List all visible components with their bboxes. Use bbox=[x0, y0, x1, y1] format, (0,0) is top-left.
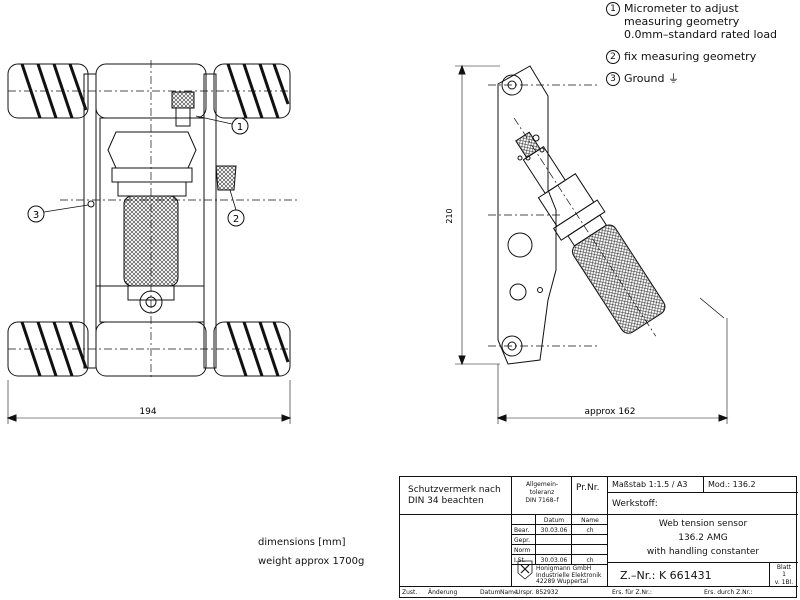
material-label: Werkstoff: bbox=[612, 499, 658, 509]
drawing-number: Z.–Nr.: K 661431 bbox=[620, 569, 712, 582]
row-label: Bear. bbox=[514, 527, 530, 534]
row-name: ch bbox=[586, 557, 594, 564]
bottom-urspr: Urspr. 852932 bbox=[516, 589, 559, 596]
front-top-roller bbox=[7, 63, 291, 119]
callout-2-circle bbox=[227, 209, 245, 227]
title-block: Schutzvermerk nach DIN 34 beachten Allge… bbox=[399, 476, 798, 598]
callout-1: 1 bbox=[237, 122, 243, 133]
row-name: ch bbox=[586, 527, 594, 534]
callout-3: 3 bbox=[33, 210, 39, 221]
tolerance-label: Allgemein- toleranz DIN 7168–f bbox=[525, 481, 559, 504]
sheet-label: Blatt bbox=[776, 564, 792, 571]
legend-number: 1 bbox=[606, 2, 620, 16]
legend-item-2: 2 fix measuring geometry bbox=[606, 50, 777, 64]
legend-item-1: 1 Micrometer to adjust measuring geometr… bbox=[606, 2, 777, 41]
bottom-zust: Zust. bbox=[402, 589, 418, 596]
legend-number: 2 bbox=[606, 50, 620, 64]
bottom-ers-durch: Ers. durch Z.Nr.: bbox=[704, 589, 753, 596]
col-name: Name bbox=[581, 517, 599, 524]
legend: 1 Micrometer to adjust measuring geometr… bbox=[606, 2, 777, 94]
side-view bbox=[455, 64, 729, 424]
front-bottom-roller bbox=[7, 321, 291, 377]
protection-note: Schutzvermerk nach DIN 34 beachten bbox=[408, 485, 501, 506]
title-line-1: Web tension sensor bbox=[658, 519, 748, 529]
legend-item-3: 3 Ground ⏚ bbox=[606, 72, 777, 86]
sheet-value: 1 bbox=[782, 571, 786, 578]
bottom-aenderung: Änderung bbox=[428, 589, 458, 596]
col-datum: Datum bbox=[543, 517, 565, 524]
bottom-ers-fuer: Ers. für Z.Nr.: bbox=[612, 589, 652, 596]
sheets-total: v. 1Bl. bbox=[774, 579, 794, 586]
legend-text: Ground ⏚ bbox=[624, 72, 679, 85]
row-datum: 30.03.06 bbox=[540, 557, 568, 564]
legend-number: 3 bbox=[606, 72, 620, 86]
row-label: I.St. bbox=[514, 557, 526, 564]
dimension-210: 210 bbox=[445, 208, 454, 223]
dimension-approx-162: approx 162 bbox=[584, 407, 635, 417]
prnr-label: Pr.Nr. bbox=[576, 483, 600, 493]
company-logo bbox=[517, 560, 533, 580]
callout-3-circle bbox=[27, 205, 45, 223]
title-line-3: with handling constanter bbox=[646, 547, 760, 557]
callout-2: 2 bbox=[233, 214, 239, 225]
dimensions-note: dimensions [mm] bbox=[258, 537, 346, 548]
dimension-194: 194 bbox=[139, 407, 156, 417]
legend-text: Micrometer to adjust measuring geometry … bbox=[624, 2, 778, 41]
bottom-datum: Datum bbox=[480, 589, 501, 596]
bottom-name: Name bbox=[500, 589, 518, 596]
row-datum: 30.03.06 bbox=[540, 527, 568, 534]
callout-1-circle bbox=[231, 117, 249, 135]
scale-label: Maßstab 1:1.5 / A3 bbox=[612, 480, 688, 489]
legend-text: fix measuring geometry bbox=[624, 50, 757, 63]
row-label: Gepr. bbox=[514, 537, 530, 544]
title-line-2: 136.2 AMG bbox=[678, 533, 728, 543]
company-name: Honigmann GmbH Industrielle Elektronik 4… bbox=[536, 565, 602, 585]
mod-label: Mod.: 136.2 bbox=[708, 480, 756, 489]
row-label: Norm bbox=[514, 547, 531, 554]
weight-note: weight approx 1700g bbox=[258, 556, 365, 567]
front-view bbox=[6, 60, 300, 424]
